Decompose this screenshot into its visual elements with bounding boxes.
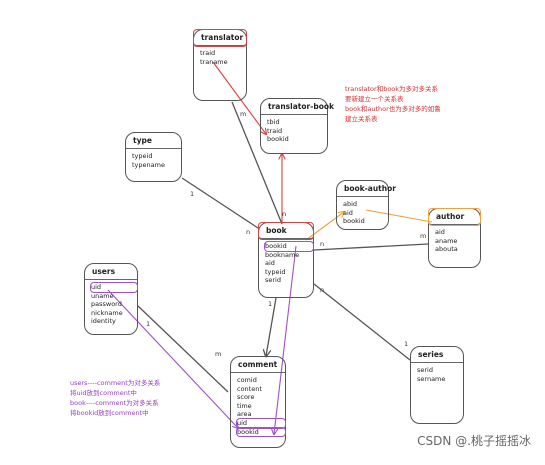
note-line: users----comment为对多关系	[70, 379, 161, 387]
cardinality-label: n	[320, 240, 325, 248]
field-time: time	[237, 401, 252, 410]
cardinality-label: n	[246, 228, 251, 236]
entity-book-title: book	[258, 222, 314, 240]
field-aid: aid	[435, 228, 445, 236]
line-purple-uid	[107, 289, 238, 428]
field-bookid: bookid	[264, 241, 314, 252]
field-typename: typename	[132, 160, 165, 169]
field-score: score	[237, 393, 255, 402]
field-uname: uname	[91, 291, 114, 300]
note-line: 将bookid放到comment中	[70, 409, 149, 417]
cardinality-label: 1	[404, 340, 409, 348]
field-bookid: bookid	[343, 217, 365, 226]
field-serid: serid	[265, 276, 281, 285]
entity-book-author[interactable]: book-author abid aid bookid	[336, 180, 396, 230]
cardinality-label: 1	[190, 190, 195, 198]
field-password: password	[91, 300, 122, 309]
entity-translator[interactable]: translator traid traname	[193, 29, 247, 101]
field-identity: identity	[91, 317, 116, 326]
line-orange-author	[365, 209, 433, 223]
field-serid: serid	[417, 366, 433, 374]
note-line: book----comment为对多关系	[70, 399, 159, 407]
entity-translator-title: translator	[193, 29, 247, 47]
field-typeid: typeid	[132, 152, 153, 160]
line-type-book	[181, 177, 259, 229]
entity-type[interactable]: type typeid typename	[125, 132, 182, 182]
note-users-book-comment: users----comment为对多关系 将uid放到comment中 boo…	[70, 378, 160, 418]
entity-users[interactable]: users uid uname password nickname identi…	[84, 263, 138, 335]
entity-translator-book[interactable]: translator-book tbid traid bookid	[260, 98, 334, 154]
line-orange-aid	[305, 212, 344, 241]
entity-author[interactable]: author aid aname abouta	[428, 208, 481, 268]
note-line: 要新建立一个关系表	[345, 95, 404, 103]
field-bookid: bookid	[236, 426, 286, 438]
field-tbid: tbid	[267, 118, 280, 126]
note-translator-author: translator和book为多对多关系 要新建立一个关系表 book和aut…	[345, 84, 441, 124]
entity-author-title: author	[428, 208, 481, 226]
field-content: content	[237, 384, 262, 393]
field-traid: traid	[267, 126, 283, 135]
line-book-comment	[266, 297, 277, 356]
entity-users-title: users	[85, 264, 137, 280]
cardinality-label: n	[320, 286, 325, 294]
cardinality-label: m	[215, 350, 222, 358]
entity-series[interactable]: series serid sername	[410, 346, 464, 424]
line-translator-book	[231, 101, 283, 225]
entity-translator-book-title: translator-book	[261, 99, 334, 115]
line-purple-bookid	[274, 245, 297, 434]
entity-type-title: type	[126, 133, 181, 149]
field-abid: abid	[343, 200, 358, 208]
field-abouta: abouta	[435, 245, 458, 254]
cardinality-label: 1	[146, 320, 151, 328]
field-nickname: nickname	[91, 308, 123, 317]
field-aid: aid	[265, 259, 275, 268]
field-typeid: typeid	[265, 267, 286, 276]
note-line: book和author也为多对多的如鲁	[345, 105, 441, 113]
field-sername: sername	[417, 374, 446, 383]
line-users-comment	[137, 305, 229, 393]
field-traname: traname	[200, 57, 228, 66]
entity-book-author-title: book-author	[337, 181, 396, 197]
field-aid: aid	[343, 208, 353, 217]
cardinality-label: 1	[268, 300, 273, 308]
field-comid: comid	[237, 376, 257, 384]
entity-series-title: series	[411, 347, 463, 363]
entity-comment[interactable]: comment comid content score time area ui…	[230, 356, 286, 448]
entity-book[interactable]: book bookid bookname aid typeid serid	[258, 222, 314, 298]
cardinality-label: m	[240, 110, 247, 118]
field-bookname: bookname	[265, 250, 300, 259]
watermark: CSDN @.桃子摇摇冰	[417, 434, 531, 448]
note-line: 将uid放到comment中	[70, 389, 137, 397]
field-traid: traid	[200, 49, 216, 57]
note-line: translator和book为多对多关系	[345, 85, 439, 93]
field-uid: uid	[236, 418, 286, 429]
note-line: 建立关系表	[345, 115, 378, 123]
field-bookid: bookid	[267, 135, 289, 144]
field-uid: uid	[90, 282, 138, 293]
line-book-series	[313, 283, 411, 361]
cardinality-label: m	[420, 232, 427, 240]
field-aname: aname	[435, 236, 458, 245]
cardinality-label: n	[282, 210, 287, 218]
line-book-author	[313, 243, 429, 251]
field-area: area	[237, 410, 252, 419]
entity-comment-title: comment	[231, 357, 285, 373]
